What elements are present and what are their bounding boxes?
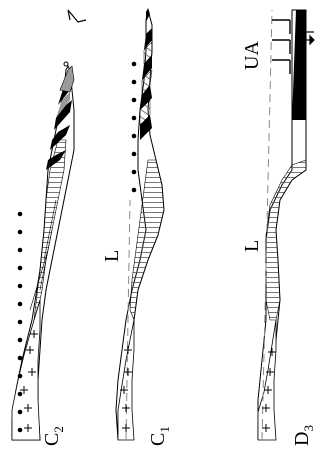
c1-label: C1 — [147, 426, 172, 446]
c1-l-label: L — [101, 250, 123, 262]
panel-c1: L C1 — [101, 8, 172, 446]
d3-l-label: L — [241, 240, 263, 252]
panel-d3: L UA D3 — [241, 10, 316, 446]
d3-tick-marks — [272, 20, 290, 74]
c2-top-circle — [64, 62, 68, 66]
c2-granite-region — [12, 300, 40, 440]
c1-dot-row — [132, 62, 137, 193]
c2-label: C2 — [41, 426, 66, 446]
panel-c2: C2 — [12, 10, 86, 446]
d3-ua-label: UA — [241, 41, 263, 70]
c2-fault-symbol — [68, 10, 86, 22]
d3-hatched-region — [266, 160, 306, 320]
c1-hatched-region — [130, 160, 164, 320]
granite-crosses — [20, 330, 276, 432]
d3-label: D3 — [291, 425, 316, 446]
